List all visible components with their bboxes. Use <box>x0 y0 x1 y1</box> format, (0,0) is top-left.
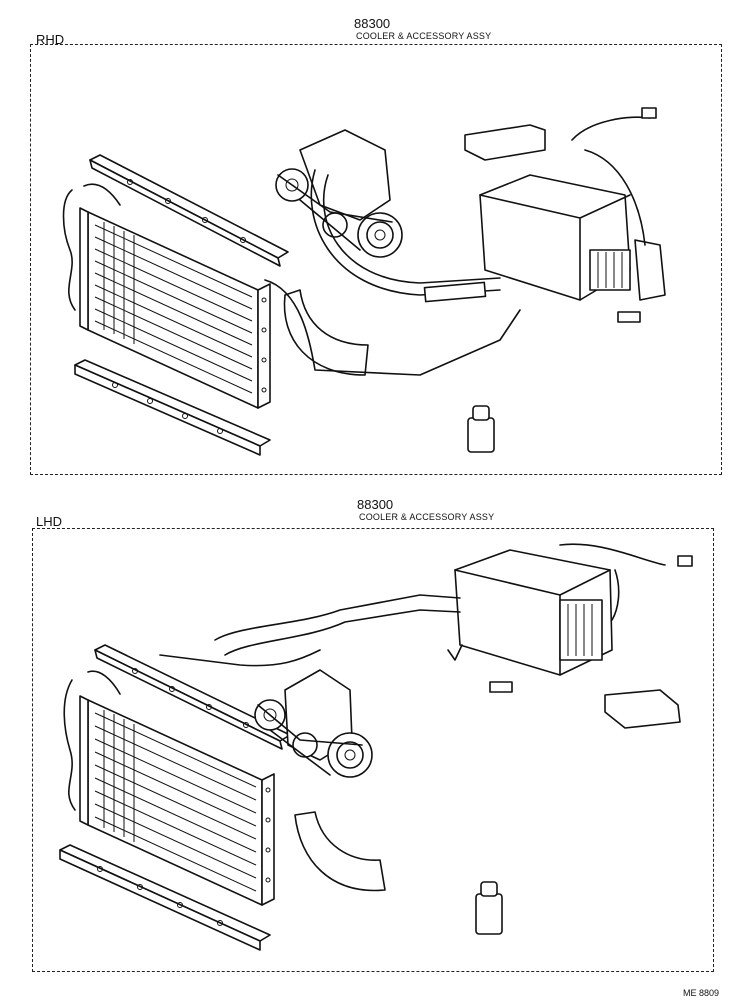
rhd-condenser-pipe-icon <box>62 183 121 311</box>
lhd-belt-guard-icon <box>294 811 386 892</box>
lhd-bracket-icon <box>604 689 681 729</box>
lhd-part-name: COOLER & ACCESSORY ASSY <box>359 512 495 522</box>
connector-icon <box>641 107 657 119</box>
bracket-icon <box>464 124 546 161</box>
lhd-evaporator-unit-icon <box>454 549 613 676</box>
condenser-lower-bracket-icon <box>74 359 271 456</box>
refrigerant-hose-icon <box>310 169 501 296</box>
condenser-icon <box>79 207 271 409</box>
diagram-code: ME 8809 <box>683 988 720 998</box>
rhd-part-name: COOLER & ACCESSORY ASSY <box>356 31 492 41</box>
lhd-condenser-lower-bracket-icon <box>59 844 271 951</box>
lhd-condenser-pipe-icon <box>63 670 121 811</box>
compressor-icon <box>275 129 403 258</box>
lhd-condenser-icon <box>79 695 275 906</box>
rhd-part-number: 88300 <box>354 16 391 31</box>
condenser-top-bracket-icon <box>89 154 289 267</box>
lhd-refrigerant-hose-icon <box>214 594 461 641</box>
lhd-wiring-harness-icon <box>559 543 666 621</box>
evaporator-unit-icon <box>479 174 666 301</box>
rhd-section-label: RHD <box>36 32 65 47</box>
lhd-part-number: 88300 <box>357 497 394 512</box>
lhd-section-label: LHD <box>36 514 63 529</box>
belt-guard-icon <box>283 289 369 376</box>
lhd-receiver-bottle-icon <box>475 881 503 935</box>
rhd-dashed-frame <box>30 44 722 475</box>
lhd-connector-icon <box>677 555 693 567</box>
lhd-fitting-icon <box>447 644 463 661</box>
receiver-bottle-icon <box>467 405 495 453</box>
lhd-gasket-icon <box>489 681 513 693</box>
lhd-dashed-frame <box>32 528 714 972</box>
gasket-icon <box>617 311 641 323</box>
lhd-compressor-icon <box>254 669 373 778</box>
